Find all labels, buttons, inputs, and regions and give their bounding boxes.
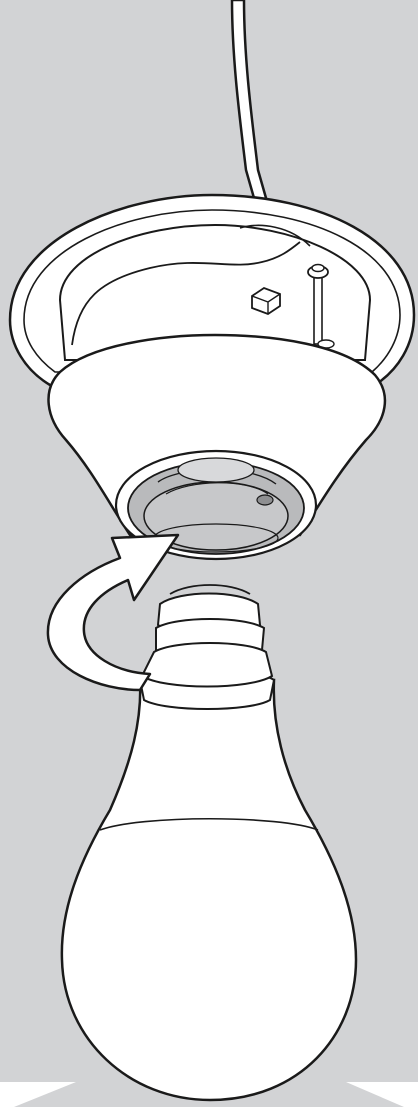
power-cable-icon	[232, 0, 268, 205]
light-ray-left-icon	[0, 1082, 76, 1107]
lamp-holder-icon	[49, 335, 385, 559]
bulb-thread-icon	[142, 585, 272, 687]
light-ray-right-icon	[346, 1082, 418, 1107]
